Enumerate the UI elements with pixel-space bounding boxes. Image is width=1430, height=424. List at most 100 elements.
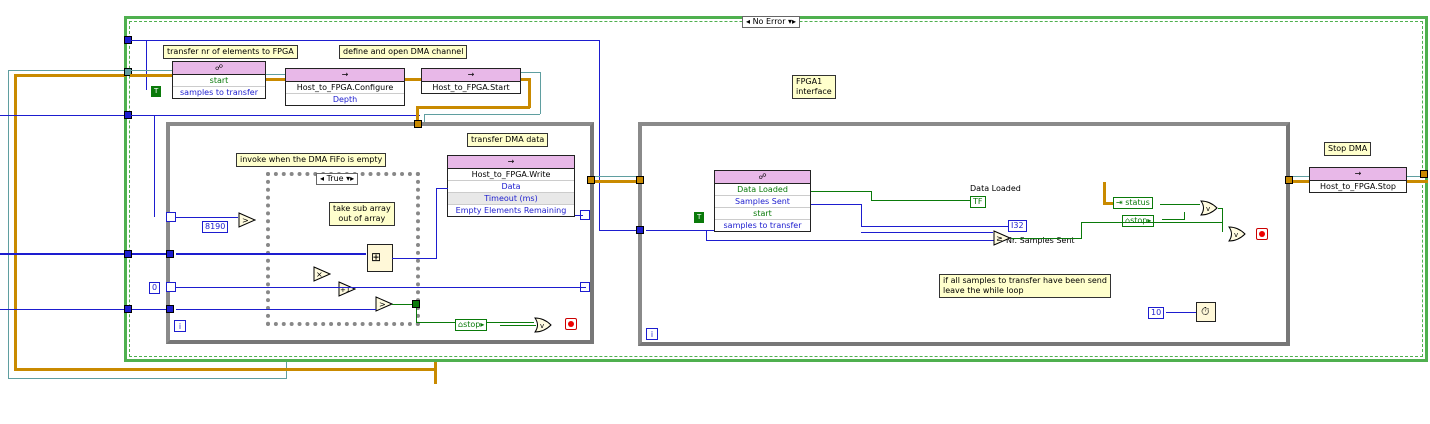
l1-bool-wire-b [416,304,417,322]
svg-text:v: v [1206,205,1210,213]
increment-function[interactable]: +1 [338,281,357,297]
rw1-start-row: start [173,75,265,87]
int-wire-b [130,115,420,116]
status-unbundle[interactable]: ⇥ status [1113,197,1153,209]
stop-node[interactable]: → Host_to_FPGA.Stop [1309,167,1407,193]
decrement-arrow-icon[interactable]: ◂ [320,174,325,183]
label-fpga: FPGA1 interface [792,75,836,99]
data-loaded-indicator[interactable]: TF [970,196,986,208]
error-wire-bottom [14,368,436,371]
svg-text:×: × [316,270,323,279]
start-node[interactable]: → Host_to_FPGA.Start [421,68,521,94]
l2-or2-down [1222,208,1223,232]
ref-wire-top-c-left [424,114,540,115]
inner-case-selector[interactable]: ◂ True ▾▸ [316,173,359,185]
error-tunnel-right [1420,170,1428,178]
write-empty-row: Empty Elements Remaining [455,206,567,215]
dropdown-arrow-icon[interactable]: ▾▸ [346,174,355,183]
label-all-samples: if all samples to transfer have been sen… [939,274,1111,298]
greater-equal-function[interactable]: ≥ [993,230,1012,246]
l2-wire-samples-c [706,230,707,240]
error-wire-c-left [416,106,530,109]
loop-condition-stop-1[interactable] [565,318,577,330]
loop-condition-stop-2[interactable] [1256,228,1268,240]
stop-error-terminal-2[interactable]: ⌂stop▸ [1122,215,1155,227]
label-transfer-dma: transfer DMA data [467,133,549,147]
ref-wire-left-vertical [8,70,9,378]
ref-wire-top [130,70,174,71]
status-label: status [1125,198,1150,207]
read-write-control-node-1[interactable]: ☍ start samples to transfer [172,61,266,99]
l1-wire-2 [176,253,366,255]
label-transfer-nr: transfer nr of elements to FPGA [163,45,298,59]
error-wire-b [404,78,422,81]
wait-ms-function[interactable]: ⏱ [1196,302,1216,322]
constant-8190[interactable]: 8190 [202,221,229,233]
label-take-sub-line2: out of array [338,214,386,223]
l2-stop2-wire [1162,219,1184,220]
int-wire-in-3 [0,309,166,310]
error-wire-left-vertical [14,74,17,370]
write-title: Host_to_FPGA.Write [448,169,574,181]
tunnel-loop1-b [166,305,174,313]
true-constant-2[interactable]: T [694,212,705,223]
l2-wire-sent-d [861,232,993,233]
case-selector[interactable]: ◂ No Error ▾▸ [742,16,801,28]
tunnel-left-4 [124,305,132,313]
read-write-icon: ☍ [715,171,810,184]
dropdown-arrow-icon[interactable]: ▾▸ [788,17,797,26]
method-arrow-icon: → [448,156,574,169]
error-wire-a [264,78,286,81]
l2-wire-data-loaded-b [871,191,872,201]
configure-node[interactable]: → Host_to_FPGA.Configure Depth [285,68,405,106]
configure-depth-row: Depth [332,95,358,104]
l2-bool-ge-out [1011,238,1081,239]
l2-error-to-status-h [1103,202,1113,205]
stop-node-title: Host_to_FPGA.Stop [1320,182,1396,191]
nr-sent-indicator[interactable]: I32 [1008,220,1027,232]
greater-than-function-2[interactable]: > [375,296,394,312]
l1-wire-7 [436,188,448,189]
stop-error-terminal-1[interactable]: ⌂stop▸ [455,319,488,331]
l2-error-to-status [1103,182,1106,204]
or-function-1[interactable]: v [534,317,552,333]
svg-text:+1: +1 [340,286,350,294]
multiply-function[interactable]: × [313,266,332,282]
case-selector-value: No Error [752,17,786,26]
rw2-data-loaded-row: Data Loaded [715,184,810,196]
l2-bool-ge-up [1081,222,1082,239]
l1-wire-4 [176,309,376,310]
read-write-control-node-2[interactable]: ☍ Data Loaded Samples Sent start samples… [714,170,811,232]
int-wire-in-1 [0,115,126,116]
true-constant-1[interactable]: T [151,86,162,97]
array-subset-function[interactable]: ⊞ [367,244,393,272]
wait-wire [1166,312,1196,313]
constant-10[interactable]: 10 [1148,307,1165,319]
l2-or-combine [1081,222,1222,223]
l2-wire-sent-c [861,226,1008,227]
error-wire-left [14,74,126,77]
method-arrow-icon: → [1310,168,1406,181]
method-arrow-icon: → [286,69,404,82]
or-function-3[interactable]: v [1228,226,1246,242]
loop-iteration-terminal-1: i [174,320,186,332]
l2-wire-sent [811,204,861,205]
inner-case-value: True [326,174,344,183]
greater-than-function-1[interactable]: > [238,212,257,228]
decrement-arrow-icon[interactable]: ◂ [746,17,751,26]
green-tunnel-1 [412,300,420,308]
l2-wire-samples-b [706,240,994,241]
or-function-2[interactable]: v [1200,200,1218,216]
array-subset-icon: ⊞ [371,250,382,264]
error-tunnel-loop1-in [414,120,422,128]
l1-wire-1 [176,217,238,218]
configure-title: Host_to_FPGA.Configure [286,82,404,94]
int-wire-top [130,40,600,41]
label-all-samples-line2: leave the while loop [943,286,1024,295]
constant-0[interactable]: 0 [149,282,161,294]
write-timeout-row: Timeout (ms) [448,193,574,205]
write-node[interactable]: → Host_to_FPGA.Write Data Timeout (ms) E… [447,155,575,217]
shift-register-2 [166,282,176,292]
label-take-sub-line1: take sub array [333,204,391,213]
error-wire-top [130,74,174,77]
